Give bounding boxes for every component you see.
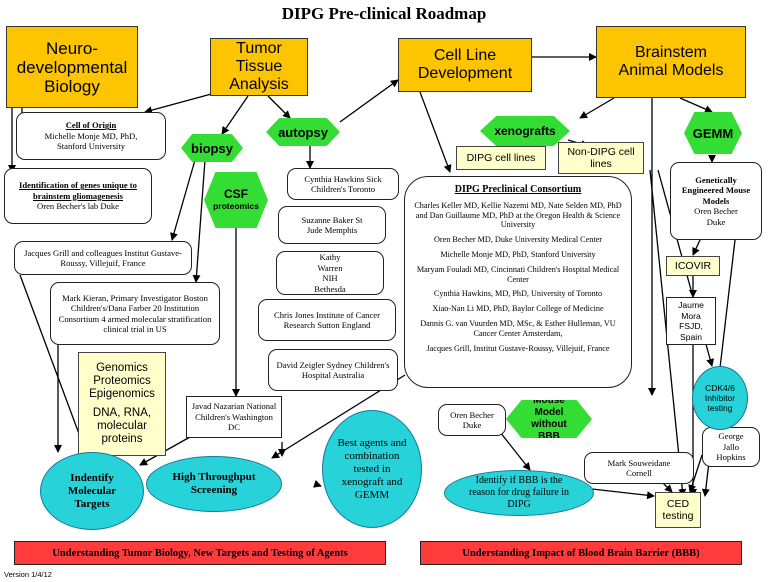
consortium-entry: Charles Keller MD, Kellie Nazemi MD, Nat… bbox=[414, 200, 622, 230]
genomics-line-5: DNA, RNA, bbox=[92, 407, 152, 419]
best-agents-label: Best agents and combination tested in xe… bbox=[337, 436, 407, 501]
version-label: Version 1/4/12 bbox=[4, 570, 52, 579]
gemm-description-body: Oren Becher Duke bbox=[694, 206, 738, 227]
souweidane-text: Mark Souweidane Cornell bbox=[607, 457, 671, 479]
nazarian-box: Javad Nazarian National Children's Washi… bbox=[186, 396, 282, 438]
autopsy-hex: autopsy bbox=[266, 118, 340, 146]
csf-label: CSF bbox=[224, 187, 248, 201]
identification-genes-body: Oren Becher's lab Duke bbox=[37, 201, 119, 212]
bottom-bar-right-label: Understanding Impact of Blood Brain Barr… bbox=[462, 547, 700, 559]
hawkins-text: Cynthia Hawkins Sick Children's Toronto bbox=[304, 173, 382, 195]
header-brainstem-models: Brainstem Animal Models bbox=[596, 26, 746, 98]
jallo-text: George Jallo Hopkins bbox=[716, 431, 746, 463]
consortium-entry: Cynthia Hawkins, MD, PhD, University of … bbox=[433, 289, 603, 299]
gemm-label: GEMM bbox=[692, 125, 734, 141]
csf-sub-label: proteomics bbox=[213, 201, 259, 211]
genomics-line-2: Proteomics bbox=[93, 375, 151, 387]
cell-of-origin-box: Cell of Origin Michelle Monje MD, PhD, S… bbox=[16, 112, 166, 160]
icovir-box: ICOVIR bbox=[666, 256, 720, 276]
mouse-model-hex: Mouse Model without BBB bbox=[506, 400, 592, 438]
identification-genes-title: Identification of genes unique to brains… bbox=[19, 180, 137, 201]
header-cell-line-label: Cell Line Development bbox=[417, 47, 513, 82]
mouse-model-label: Mouse Model without BBB bbox=[531, 395, 567, 442]
jaume-text: Jaume Mora FSJD, Spain bbox=[678, 300, 704, 342]
csf-hex: CSF proteomics bbox=[204, 172, 268, 228]
bottom-bar-left: Understanding Tumor Biology, New Targets… bbox=[14, 541, 386, 565]
xenografts-label: xenografts bbox=[494, 124, 556, 138]
kieran-text: Mark Kieran, Primary Investigator Boston… bbox=[58, 292, 212, 335]
nazarian-text: Javad Nazarian National Children's Washi… bbox=[191, 401, 277, 433]
zeigler-text: David Zeigler Sydney Children's Hospital… bbox=[276, 359, 390, 381]
jones-box: Chris Jones Institute of Cancer Research… bbox=[258, 299, 396, 341]
identification-genes-box: Identification of genes unique to brains… bbox=[4, 168, 152, 224]
ced-label: CED testing bbox=[662, 498, 694, 522]
header-cell-line: Cell Line Development bbox=[398, 38, 532, 92]
identify-bbb-ellipse: Identify if BBB is the reason for drug f… bbox=[444, 470, 594, 516]
xenografts-hex: xenografts bbox=[480, 116, 570, 146]
consortium-entry: Michelle Monje MD, PhD, Stanford Univers… bbox=[440, 249, 596, 259]
best-agents-ellipse: Best agents and combination tested in xe… bbox=[322, 410, 422, 528]
high-throughput-label: High Throughput Screening bbox=[172, 471, 256, 496]
grill-box: Jacques Grill and colleagues Institut Gu… bbox=[14, 241, 192, 275]
jones-text: Chris Jones Institute of Cancer Research… bbox=[274, 309, 380, 331]
genomics-line-6: molecular bbox=[97, 420, 147, 432]
baker-box: Suzanne Baker St Jude Memphis bbox=[278, 206, 386, 244]
autopsy-label: autopsy bbox=[278, 124, 328, 140]
warren-text: Kathy Warren NIH Bethesda bbox=[314, 252, 346, 294]
biopsy-label: biopsy bbox=[191, 140, 233, 156]
gemm-hex: GEMM bbox=[684, 112, 742, 154]
genomics-box: Genomics Proteomics Epigenomics DNA, RNA… bbox=[78, 352, 166, 456]
header-neuro-biology: Neuro- developmental Biology bbox=[6, 26, 138, 108]
high-throughput-ellipse: High Throughput Screening bbox=[146, 456, 282, 512]
consortium-entry: Jacques Grill, Institut Gustave-Roussy, … bbox=[426, 343, 610, 353]
dipg-cell-lines-label: DIPG cell lines bbox=[466, 152, 536, 164]
grill-text: Jacques Grill and colleagues Institut Gu… bbox=[24, 247, 182, 269]
cdk-label: CDK4/6 Inhibitor testing bbox=[704, 383, 736, 413]
becher-duke-text: Oren Becher Duke bbox=[450, 409, 494, 431]
ced-box: CED testing bbox=[655, 492, 701, 528]
header-tumor-tissue-label: Tumor Tissue Analysis bbox=[229, 40, 289, 93]
becher-duke-box: Oren Becher Duke bbox=[438, 404, 506, 436]
consortium-title: DIPG Preclinical Consortium bbox=[454, 184, 582, 195]
consortium-entry: Xiao-Nan Li MD, PhD, Baylor College of M… bbox=[432, 304, 604, 314]
non-dipg-cell-lines-label: Non-DIPG cell lines bbox=[567, 146, 635, 170]
jaume-box: Jaume Mora FSJD, Spain bbox=[666, 297, 716, 345]
page-title: DIPG Pre-clinical Roadmap bbox=[281, 4, 487, 23]
genomics-line-7: proteins bbox=[101, 433, 143, 445]
header-tumor-tissue: Tumor Tissue Analysis bbox=[210, 38, 308, 96]
header-brainstem-models-label: Brainstem Animal Models bbox=[618, 44, 724, 79]
kieran-box: Mark Kieran, Primary Investigator Boston… bbox=[50, 282, 220, 345]
consortium-entry: Maryam Fouladi MD, Cincinnati Children's… bbox=[416, 264, 620, 284]
identify-targets-label: Indentify Molecular Targets bbox=[67, 471, 117, 510]
dipg-cell-lines-box: DIPG cell lines bbox=[456, 146, 546, 170]
gemm-description-title: Genetically Engineered Mouse Models bbox=[681, 174, 751, 206]
cell-of-origin-body: Michelle Monje MD, PhD, Stanford Univers… bbox=[44, 130, 138, 152]
consortium-box: DIPG Preclinical Consortium Charles Kell… bbox=[404, 176, 632, 388]
identify-bbb-label: Identify if BBB is the reason for drug f… bbox=[469, 475, 569, 510]
bottom-bar-right: Understanding Impact of Blood Brain Barr… bbox=[420, 541, 742, 565]
hawkins-box: Cynthia Hawkins Sick Children's Toronto bbox=[287, 168, 399, 200]
genomics-line-1: Genomics bbox=[96, 362, 148, 374]
souweidane-box: Mark Souweidane Cornell bbox=[584, 452, 694, 484]
cdk-ellipse: CDK4/6 Inhibitor testing bbox=[692, 366, 748, 430]
cell-of-origin-title: Cell of Origin bbox=[65, 120, 117, 131]
biopsy-hex: biopsy bbox=[181, 134, 243, 162]
warren-box: Kathy Warren NIH Bethesda bbox=[276, 251, 384, 295]
header-neuro-biology-label: Neuro- developmental Biology bbox=[16, 38, 128, 96]
gemm-description-box: Genetically Engineered Mouse Models Oren… bbox=[670, 162, 762, 240]
bottom-bar-left-label: Understanding Tumor Biology, New Targets… bbox=[52, 547, 348, 559]
baker-text: Suzanne Baker St Jude Memphis bbox=[301, 214, 363, 236]
jallo-box: George Jallo Hopkins bbox=[702, 427, 760, 467]
consortium-entry: Oren Becher MD, Duke University Medical … bbox=[433, 235, 603, 245]
icovir-label: ICOVIR bbox=[674, 260, 712, 272]
identify-targets-ellipse: Indentify Molecular Targets bbox=[40, 452, 144, 530]
genomics-line-3: Epigenomics bbox=[89, 388, 155, 400]
consortium-entry: Dannis G. van Vuurden MD, MSc, & Esther … bbox=[420, 318, 616, 338]
non-dipg-cell-lines-box: Non-DIPG cell lines bbox=[558, 142, 644, 174]
zeigler-box: David Zeigler Sydney Children's Hospital… bbox=[268, 349, 398, 391]
